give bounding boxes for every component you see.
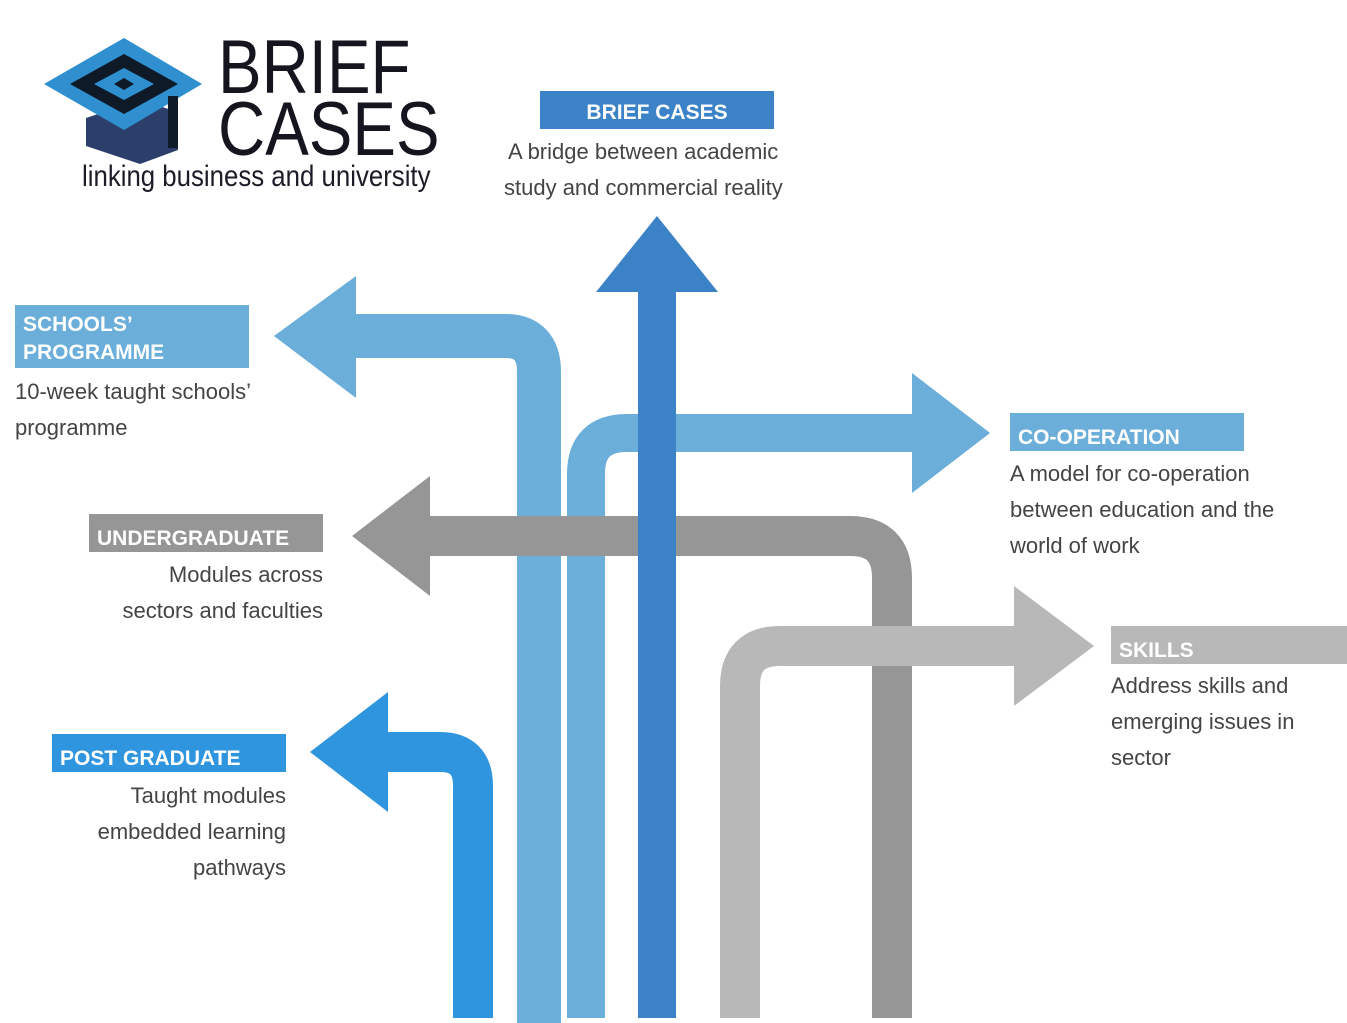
- postgraduate-arrow: [310, 692, 493, 1018]
- graduation-cap-icon: [44, 38, 202, 164]
- skills-label: SKILLS: [1119, 639, 1194, 662]
- schools-label-box: [15, 305, 249, 368]
- skills-arrow: [720, 586, 1094, 1018]
- brief-cases-desc-line1: A bridge between academic: [508, 139, 779, 164]
- brief-cases-arrow: [596, 216, 718, 1018]
- skills-desc-line3: sector: [1111, 745, 1171, 770]
- schools-label-line1: SCHOOLS’: [23, 313, 133, 336]
- skills-label-box: [1111, 626, 1347, 664]
- undergraduate-desc-line1: Modules across: [168, 562, 323, 587]
- brief-cases-label: BRIEF CASES: [586, 101, 728, 124]
- cooperation-desc-line2: between education and the: [1010, 497, 1275, 522]
- undergraduate-desc-line2: sectors and faculties: [122, 598, 323, 623]
- schools-arrow: [274, 276, 561, 1023]
- logo-title-line1: BRIEF: [218, 25, 411, 110]
- logo-title-line2: CASES: [218, 87, 440, 172]
- brief-cases-desc-line2: study and commercial reality: [504, 175, 783, 200]
- cooperation-arrow: [567, 373, 990, 1018]
- schools-label-line2: PROGRAMME: [23, 341, 165, 364]
- schools-desc-line2: programme: [15, 415, 128, 440]
- undergraduate-label: UNDERGRADUATE: [97, 527, 290, 550]
- postgraduate-desc-line3: pathways: [193, 855, 286, 880]
- postgraduate-label-box: [52, 734, 286, 772]
- postgraduate-desc-line1: Taught modules: [130, 783, 286, 808]
- skills-desc-line2: emerging issues in: [1111, 709, 1295, 734]
- cooperation-label: CO-OPERATION: [1018, 426, 1180, 449]
- cooperation-label-box: [1010, 413, 1244, 451]
- undergraduate-label-box: [89, 514, 323, 552]
- cooperation-desc-line3: world of work: [1010, 533, 1140, 558]
- logo-tagline: linking business and university: [82, 160, 431, 193]
- postgraduate-label: POST GRADUATE: [60, 747, 241, 770]
- brief-cases-label-box: [540, 91, 774, 129]
- cooperation-desc-line1: A model for co-operation: [1010, 461, 1250, 486]
- undergraduate-arrow: [352, 476, 912, 1018]
- postgraduate-desc-line2: embedded learning: [97, 819, 286, 844]
- schools-desc-line1: 10-week taught schools’: [15, 379, 252, 404]
- skills-desc-line1: Address skills and: [1111, 673, 1289, 698]
